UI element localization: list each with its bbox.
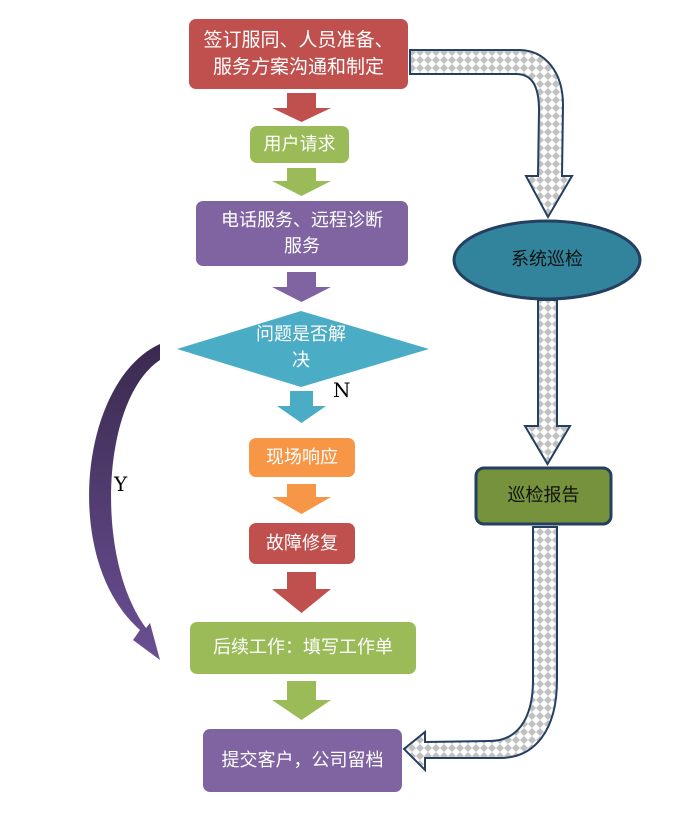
- decision-label: 问题是否解 决: [236, 320, 366, 376]
- no-label: N: [333, 378, 351, 402]
- followup-label: 后续工作：填写工作单: [213, 637, 393, 658]
- user-request-label: 用户请求: [263, 133, 336, 155]
- inspection-label: 系统巡检: [511, 249, 583, 270]
- arrow-down-green-1: [272, 168, 331, 196]
- yes-label: Y: [114, 472, 128, 496]
- report-label-wrap: 巡检报告: [476, 478, 611, 514]
- inspection-label-wrap: 系统巡检: [480, 243, 614, 277]
- report-label: 巡检报告: [507, 485, 580, 506]
- arrow-down-purple: [272, 272, 331, 302]
- phone-service-line-1: 电话服务、远程诊断: [221, 209, 383, 231]
- arrow-down-teal: [277, 391, 326, 423]
- arrow-down-green-2: [272, 681, 331, 720]
- phone-service-line-2: 服务: [284, 235, 320, 257]
- onsite-label: 现场响应: [266, 446, 338, 468]
- arrow-down-red-2: [272, 572, 331, 613]
- user-request-box: 用户请求: [250, 126, 349, 163]
- repair-box: 故障修复: [249, 523, 355, 564]
- arrow-contract-to-inspection: [409, 49, 574, 220]
- contract-box: 签订服同、人员准备、 服务方案沟通和制定: [189, 19, 408, 89]
- submit-box: 提交客户，公司留档: [203, 729, 402, 792]
- arrow-down-orange: [272, 484, 331, 514]
- contract-line-2: 服务方案沟通和制定: [212, 56, 384, 78]
- decision-line-2: 决: [292, 350, 310, 371]
- arrow-report-to-submit: [402, 526, 558, 773]
- contract-line-1: 签订服同、人员准备、: [203, 29, 394, 51]
- onsite-box: 现场响应: [249, 438, 355, 477]
- phone-service-box: 电话服务、远程诊断 服务: [196, 201, 408, 266]
- report-box: [474, 466, 613, 526]
- followup-box: 后续工作：填写工作单: [190, 622, 416, 674]
- arrow-inspection-to-report: [523, 299, 572, 466]
- repair-label: 故障修复: [266, 532, 338, 554]
- decision-diamond: [177, 311, 429, 387]
- arrow-down-red: [272, 93, 331, 122]
- submit-label: 提交客户，公司留档: [221, 749, 384, 771]
- yes-curved-arrow: [89, 344, 160, 660]
- decision-line-1: 问题是否解: [256, 324, 346, 345]
